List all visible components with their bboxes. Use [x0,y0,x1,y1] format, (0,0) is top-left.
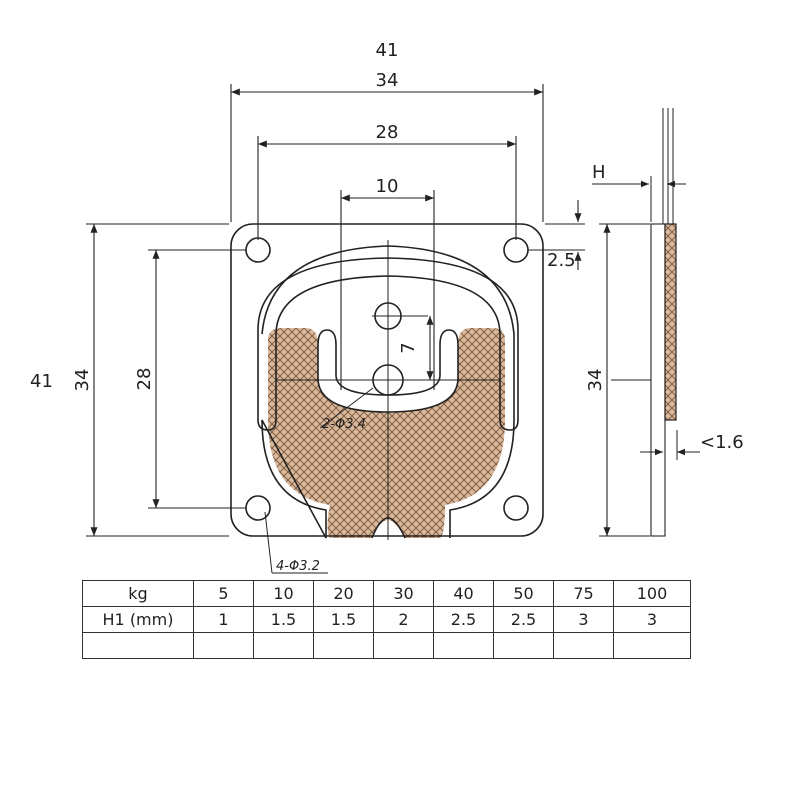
table-cell: 3 [553,606,614,633]
table-row: H1 (mm) 1 1.5 1.5 2 2.5 2.5 3 3 [82,606,691,633]
table-cell: 30 [373,580,434,607]
table-cell: 1 [193,606,254,633]
table-cell [493,632,554,659]
mount-hole-tl [245,237,271,263]
dim-hole-spacing-y: 28 [134,368,155,391]
table-cell [373,632,434,659]
dim-side-top: H [592,162,606,183]
dim-top-offset: 2.5 [547,250,576,271]
callout-center-holes: 2-Φ3.4 [322,417,366,432]
table-cell: 75 [553,580,614,607]
table-cell: 1.5 [313,606,374,633]
table-cell: 20 [313,580,374,607]
table-cell: 50 [493,580,554,607]
table-cell: 5 [193,580,254,607]
mount-hole-br [503,495,529,521]
dim-center-spacing: 7 [398,342,419,353]
table-cell [613,632,691,659]
table-cell: 40 [433,580,494,607]
dim-center-width: 10 [376,176,399,197]
table-cell: 1.5 [253,606,314,633]
mount-hole-tr [503,237,529,263]
mount-hole-bl [245,495,271,521]
callout-mount-holes: 4-Φ3.2 [276,559,320,574]
center-slot [317,329,459,413]
table-cell [82,632,194,659]
hatched-section [268,328,505,538]
dim-plate-height: 34 [72,369,93,392]
dim-plate-width: 34 [376,70,399,91]
table-cell [313,632,374,659]
dim-side-height: 34 [585,369,606,392]
table-cell: 100 [613,580,691,607]
table-row: kg 5 10 20 30 40 50 75 100 [82,580,691,607]
table-cell: H1 (mm) [82,606,194,633]
dim-overall-height: 41 [30,371,53,392]
spec-table: kg 5 10 20 30 40 50 75 100 H1 (mm) 1 1.5… [82,580,691,659]
table-cell: 2 [373,606,434,633]
dim-overall-width: 41 [376,40,399,61]
dim-hole-spacing-x: 28 [376,122,399,143]
table-cell [433,632,494,659]
table-cell [553,632,614,659]
table-cell: kg [82,580,194,607]
table-cell [193,632,254,659]
table-cell [253,632,314,659]
side-section [664,223,677,421]
table-cell: 2.5 [493,606,554,633]
table-cell: 10 [253,580,314,607]
dim-thickness: <1.6 [700,432,744,453]
plate-outline [230,223,544,537]
table-cell: 2.5 [433,606,494,633]
table-row [82,632,691,659]
table-cell: 3 [613,606,691,633]
